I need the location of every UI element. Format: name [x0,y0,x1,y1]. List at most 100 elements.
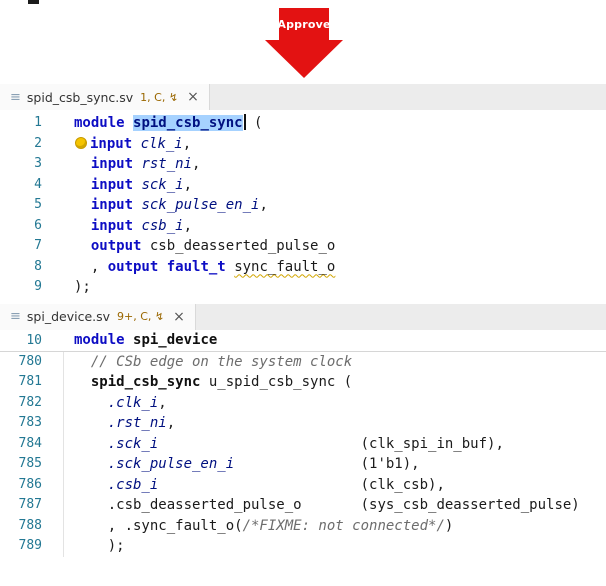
code-line-784[interactable]: 784 .sck_i (clk_spi_in_buf), [0,434,606,455]
code-line-781[interactable]: 781 spid_csb_sync u_spid_csb_sync ( [0,372,606,393]
code-line-783[interactable]: 783 .rst_ni, [0,413,606,434]
code-token: u_spid_csb_sync ( [200,374,353,390]
code-text: .clk_i, [50,393,606,414]
code-text: output csb_deasserted_pulse_o [50,236,606,257]
indent-guide [63,351,64,557]
code-token: output [90,238,142,254]
code-text: .sck_pulse_en_i (1'b1), [50,454,606,475]
tab-spi-device[interactable]: ≡ spi_device.sv 9+, C, ↯ × [0,303,196,330]
approve-arrow-label: Approve [277,17,331,31]
code-token: spi_device [133,331,218,348]
code-line-782[interactable]: 782 .clk_i, [0,393,606,414]
line-number: 8 [34,258,42,274]
code-token: input [90,176,134,193]
code-line-780[interactable]: 780 // CSb edge on the system clock [0,352,606,373]
line-number: 781 [18,374,42,389]
code-token: , [183,217,193,234]
code-token: , [182,135,192,152]
tab-filename: spid_csb_sync.sv [26,89,134,105]
code-token [74,197,91,213]
code-text: .sck_i (clk_spi_in_buf), [50,434,606,455]
code-token: , .sync_fault_o( [74,517,243,534]
code-text: , output fault_t sync_fault_o [50,257,606,278]
close-icon[interactable]: × [187,89,199,105]
code-token: (1'b1), [360,456,420,472]
code-token: rst_ni [141,156,193,172]
code-line-5[interactable]: 5 input sck_pulse_en_i, [0,195,606,216]
code-token [132,136,140,152]
code-text: , .sync_fault_o(/*FIXME: not connected*/… [50,516,606,537]
code-line-3[interactable]: 3 input rst_ni, [0,154,606,175]
code-token [234,456,360,472]
code-token: output [107,258,159,275]
code-text: input rst_ni, [50,154,606,175]
code-token [74,456,108,472]
code-token: csb_i [141,217,184,234]
code-token: , [259,197,268,213]
file-icon: ≡ [10,89,21,105]
code-line-8[interactable]: 8 , output fault_t sync_fault_o [0,257,606,278]
lightbulb-icon[interactable] [75,136,87,149]
code-token: (clk_spi_in_buf), [360,435,504,452]
code-token [226,259,234,275]
line-number: 3 [34,156,42,171]
code-line-4[interactable]: 4 input sck_i, [0,175,606,196]
code-token: ( [245,115,263,131]
line-number: 5 [34,197,42,212]
code-line-6[interactable]: 6 input csb_i, [0,216,606,237]
code-token [74,156,91,172]
code-token [302,497,361,513]
code-token: module [74,331,125,348]
code-line-785[interactable]: 785 .sck_pulse_en_i (1'b1), [0,454,606,475]
code-line-786[interactable]: 786 .csb_i (clk_csb), [0,475,606,496]
code-token: , [183,176,193,193]
code-text: input sck_i, [50,175,606,196]
code-token: // CSb edge on the system clock [90,353,353,370]
code-token: ); [74,279,91,295]
code-line-789[interactable]: 789 ); [0,536,606,557]
code-token [74,354,91,370]
code-text: .csb_i (clk_csb), [50,475,606,496]
line-number: 784 [18,435,42,451]
code-text: ); [50,277,606,298]
line-number: 6 [34,217,42,233]
code-token [74,436,108,452]
code-token [125,332,133,348]
approve-arrow-body: Approve [277,8,331,40]
line-number: 787 [18,497,42,512]
code-line-7[interactable]: 7 output csb_deasserted_pulse_o [0,236,606,257]
file-icon: ≡ [10,309,21,324]
code-line-788[interactable]: 788 , .sync_fault_o(/*FIXME: not connect… [0,516,606,537]
code-line-787[interactable]: 787 .csb_deasserted_pulse_o (sys_csb_dea… [0,495,606,516]
code-line-9[interactable]: 9); [0,277,606,298]
code-token: ); [74,538,125,554]
close-icon[interactable]: × [173,308,185,325]
screenshot-crop-artifact [28,0,39,4]
tab-decorations: 1, C, ↯ [140,90,179,104]
code-token: spid_csb_sync [90,374,201,390]
code-token: input [90,217,134,234]
line-number: 1 [34,115,42,130]
line-number: 9 [34,279,42,294]
text-cursor [243,114,246,130]
code-token: clk_i [140,135,183,152]
code-token: (clk_csb), [360,476,445,493]
editor-group-gap [0,297,606,304]
code-token: .sck_i [107,435,159,452]
tab-spid-csb-sync[interactable]: ≡ spid_csb_sync.sv 1, C, ↯ × [0,84,210,110]
code-token [74,395,108,411]
tab-bar-top: ≡ spid_csb_sync.sv 1, C, ↯ × [0,84,606,110]
line-number: 2 [34,135,42,151]
code-token [74,238,91,254]
approve-arrow-head-icon [265,40,343,78]
code-token [158,436,360,452]
code-token: .sck_pulse_en_i [107,456,235,472]
code-token: .csb_deasserted_pulse_o [74,497,302,513]
